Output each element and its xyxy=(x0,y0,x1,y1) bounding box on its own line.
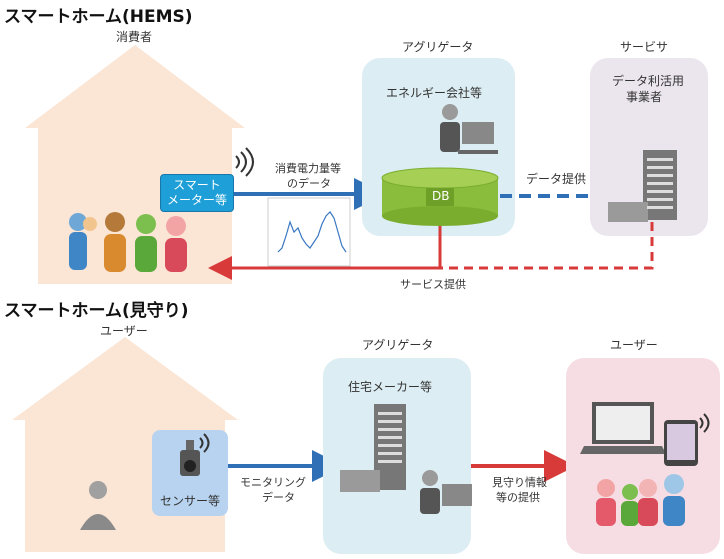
wifi-icon-sensor xyxy=(199,433,210,453)
section1-title: スマートホーム(HEMS) xyxy=(4,7,193,27)
monitoring-line2: データ xyxy=(262,491,295,504)
database-cylinder xyxy=(381,167,499,226)
user-label-right: ユーザー xyxy=(610,338,658,352)
monitoring-line1: モニタリング xyxy=(240,476,306,489)
data-provide-label: データ提供 xyxy=(526,172,587,186)
camera-icon xyxy=(180,440,200,476)
smart-meter-box: スマート メーター等 xyxy=(160,174,234,212)
watch-info-line2: 等の提供 xyxy=(496,491,540,504)
consumer-label: 消費者 xyxy=(116,30,153,44)
aggregator-label-2: アグリゲータ xyxy=(362,338,434,352)
building-icon-2 xyxy=(340,404,406,492)
arrow-service-dashed xyxy=(440,222,654,270)
family-icon xyxy=(69,212,187,272)
wifi-icon-tablet xyxy=(699,413,710,433)
db-label: DB xyxy=(432,189,450,203)
line-chart-icon xyxy=(267,197,351,267)
servicer-sub-line1: データ利活用 xyxy=(612,74,685,88)
section2-title: スマートホーム(見守り) xyxy=(4,301,189,321)
wifi-icon xyxy=(235,147,254,177)
aggregator-sub-2: 住宅メーカー等 xyxy=(348,380,433,394)
smart-meter-line2: メーター等 xyxy=(166,193,227,207)
sensor-label: センサー等 xyxy=(160,494,221,508)
office-worker-icon xyxy=(440,104,498,154)
family-icon-2 xyxy=(596,474,685,526)
aggregator-sub-1: エネルギー会社等 xyxy=(386,86,483,100)
building-icon xyxy=(608,150,677,222)
servicer-sub-line2: 事業者 xyxy=(626,90,663,104)
servicer-box xyxy=(590,58,708,236)
smart-meter-line1: スマート xyxy=(173,178,221,192)
service-provide-label: サービス提供 xyxy=(400,278,466,291)
user-label-left: ユーザー xyxy=(100,324,148,338)
tablet-icon xyxy=(664,420,698,466)
aggregator-label-1: アグリゲータ xyxy=(402,40,474,54)
servicer-label: サービサ xyxy=(620,40,669,54)
elderly-person-icon xyxy=(80,481,116,530)
usage-label-line1: 消費電力量等 xyxy=(275,162,341,175)
office-worker-icon-2 xyxy=(420,470,472,514)
laptop-icon xyxy=(580,402,666,454)
usage-label-line2: のデータ xyxy=(287,177,331,190)
watch-info-line1: 見守り情報 xyxy=(492,476,547,489)
